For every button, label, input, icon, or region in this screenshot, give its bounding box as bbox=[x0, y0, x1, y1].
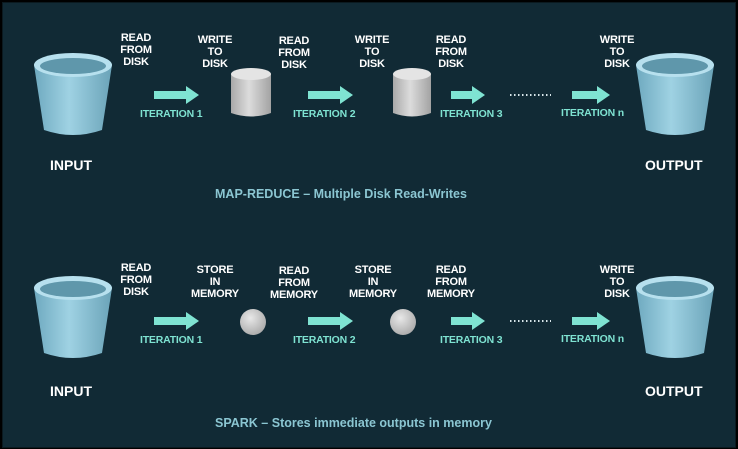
mapreduce-iteration-n-label: ITERATION n bbox=[561, 107, 624, 119]
mapreduce-arrow-2-icon bbox=[308, 86, 353, 104]
spark-iteration-1-label: ITERATION 1 bbox=[140, 334, 203, 346]
mapreduce-write-to-disk-label: WRITE TO DISK bbox=[197, 34, 233, 70]
mapreduce-input-bucket-icon bbox=[34, 53, 112, 135]
mapreduce-disk-2-icon bbox=[393, 68, 431, 117]
mapreduce-arrow-1-icon bbox=[154, 86, 199, 104]
spark-store-in-memory-label: STORE IN MEMORY bbox=[349, 264, 397, 300]
spark-iteration-n-label: ITERATION n bbox=[561, 333, 624, 345]
spark-input-label: INPUT bbox=[50, 383, 92, 399]
mapreduce-write-to-disk-label: WRITE TO DISK bbox=[354, 34, 390, 70]
spark-output-bucket-icon bbox=[636, 276, 714, 358]
mapreduce-arrow-3-icon bbox=[451, 86, 485, 104]
mapreduce-arrow-n-icon bbox=[572, 86, 610, 104]
mapreduce-iteration-1-label: ITERATION 1 bbox=[140, 108, 203, 120]
spark-arrow-3-icon bbox=[451, 312, 485, 330]
spark-memory-1-icon bbox=[240, 309, 266, 335]
spark-read-from-memory-label: READ FROM MEMORY bbox=[270, 265, 318, 301]
mapreduce-output-label: OUTPUT bbox=[645, 157, 703, 173]
spark-store-in-memory-label: STORE IN MEMORY bbox=[191, 264, 239, 300]
mapreduce-read-from-disk-label: READ FROM DISK bbox=[120, 32, 152, 68]
spark-iteration-3-label: ITERATION 3 bbox=[440, 334, 503, 346]
spark-output-label: OUTPUT bbox=[645, 383, 703, 399]
mapreduce-read-from-disk-label: READ FROM DISK bbox=[435, 34, 467, 70]
spark-arrow-2-icon bbox=[308, 312, 353, 330]
spark-arrow-n-icon bbox=[572, 312, 610, 330]
mapreduce-iteration-2-label: ITERATION 2 bbox=[293, 108, 356, 120]
spark-write-to-disk-label: WRITE TO DISK bbox=[599, 264, 635, 300]
spark-iteration-2-label: ITERATION 2 bbox=[293, 334, 356, 346]
spark-memory-2-icon bbox=[390, 309, 416, 335]
spark-read-from-memory-label: READ FROM MEMORY bbox=[427, 264, 475, 300]
spark-caption: SPARK – Stores immediate outputs in memo… bbox=[215, 416, 492, 430]
mapreduce-output-bucket-icon bbox=[636, 53, 714, 135]
mapreduce-read-from-disk-label: READ FROM DISK bbox=[278, 35, 310, 71]
mapreduce-write-to-disk-label: WRITE TO DISK bbox=[599, 34, 635, 70]
spark-arrow-1-icon bbox=[154, 312, 199, 330]
mapreduce-input-label: INPUT bbox=[50, 157, 92, 173]
mapreduce-disk-1-icon bbox=[231, 68, 271, 117]
mapreduce-caption: MAP-REDUCE – Multiple Disk Read-Writes bbox=[215, 187, 467, 201]
mapreduce-iteration-3-label: ITERATION 3 bbox=[440, 108, 503, 120]
spark-read-from-disk-label: READ FROM DISK bbox=[120, 262, 152, 298]
spark-input-bucket-icon bbox=[34, 276, 112, 358]
